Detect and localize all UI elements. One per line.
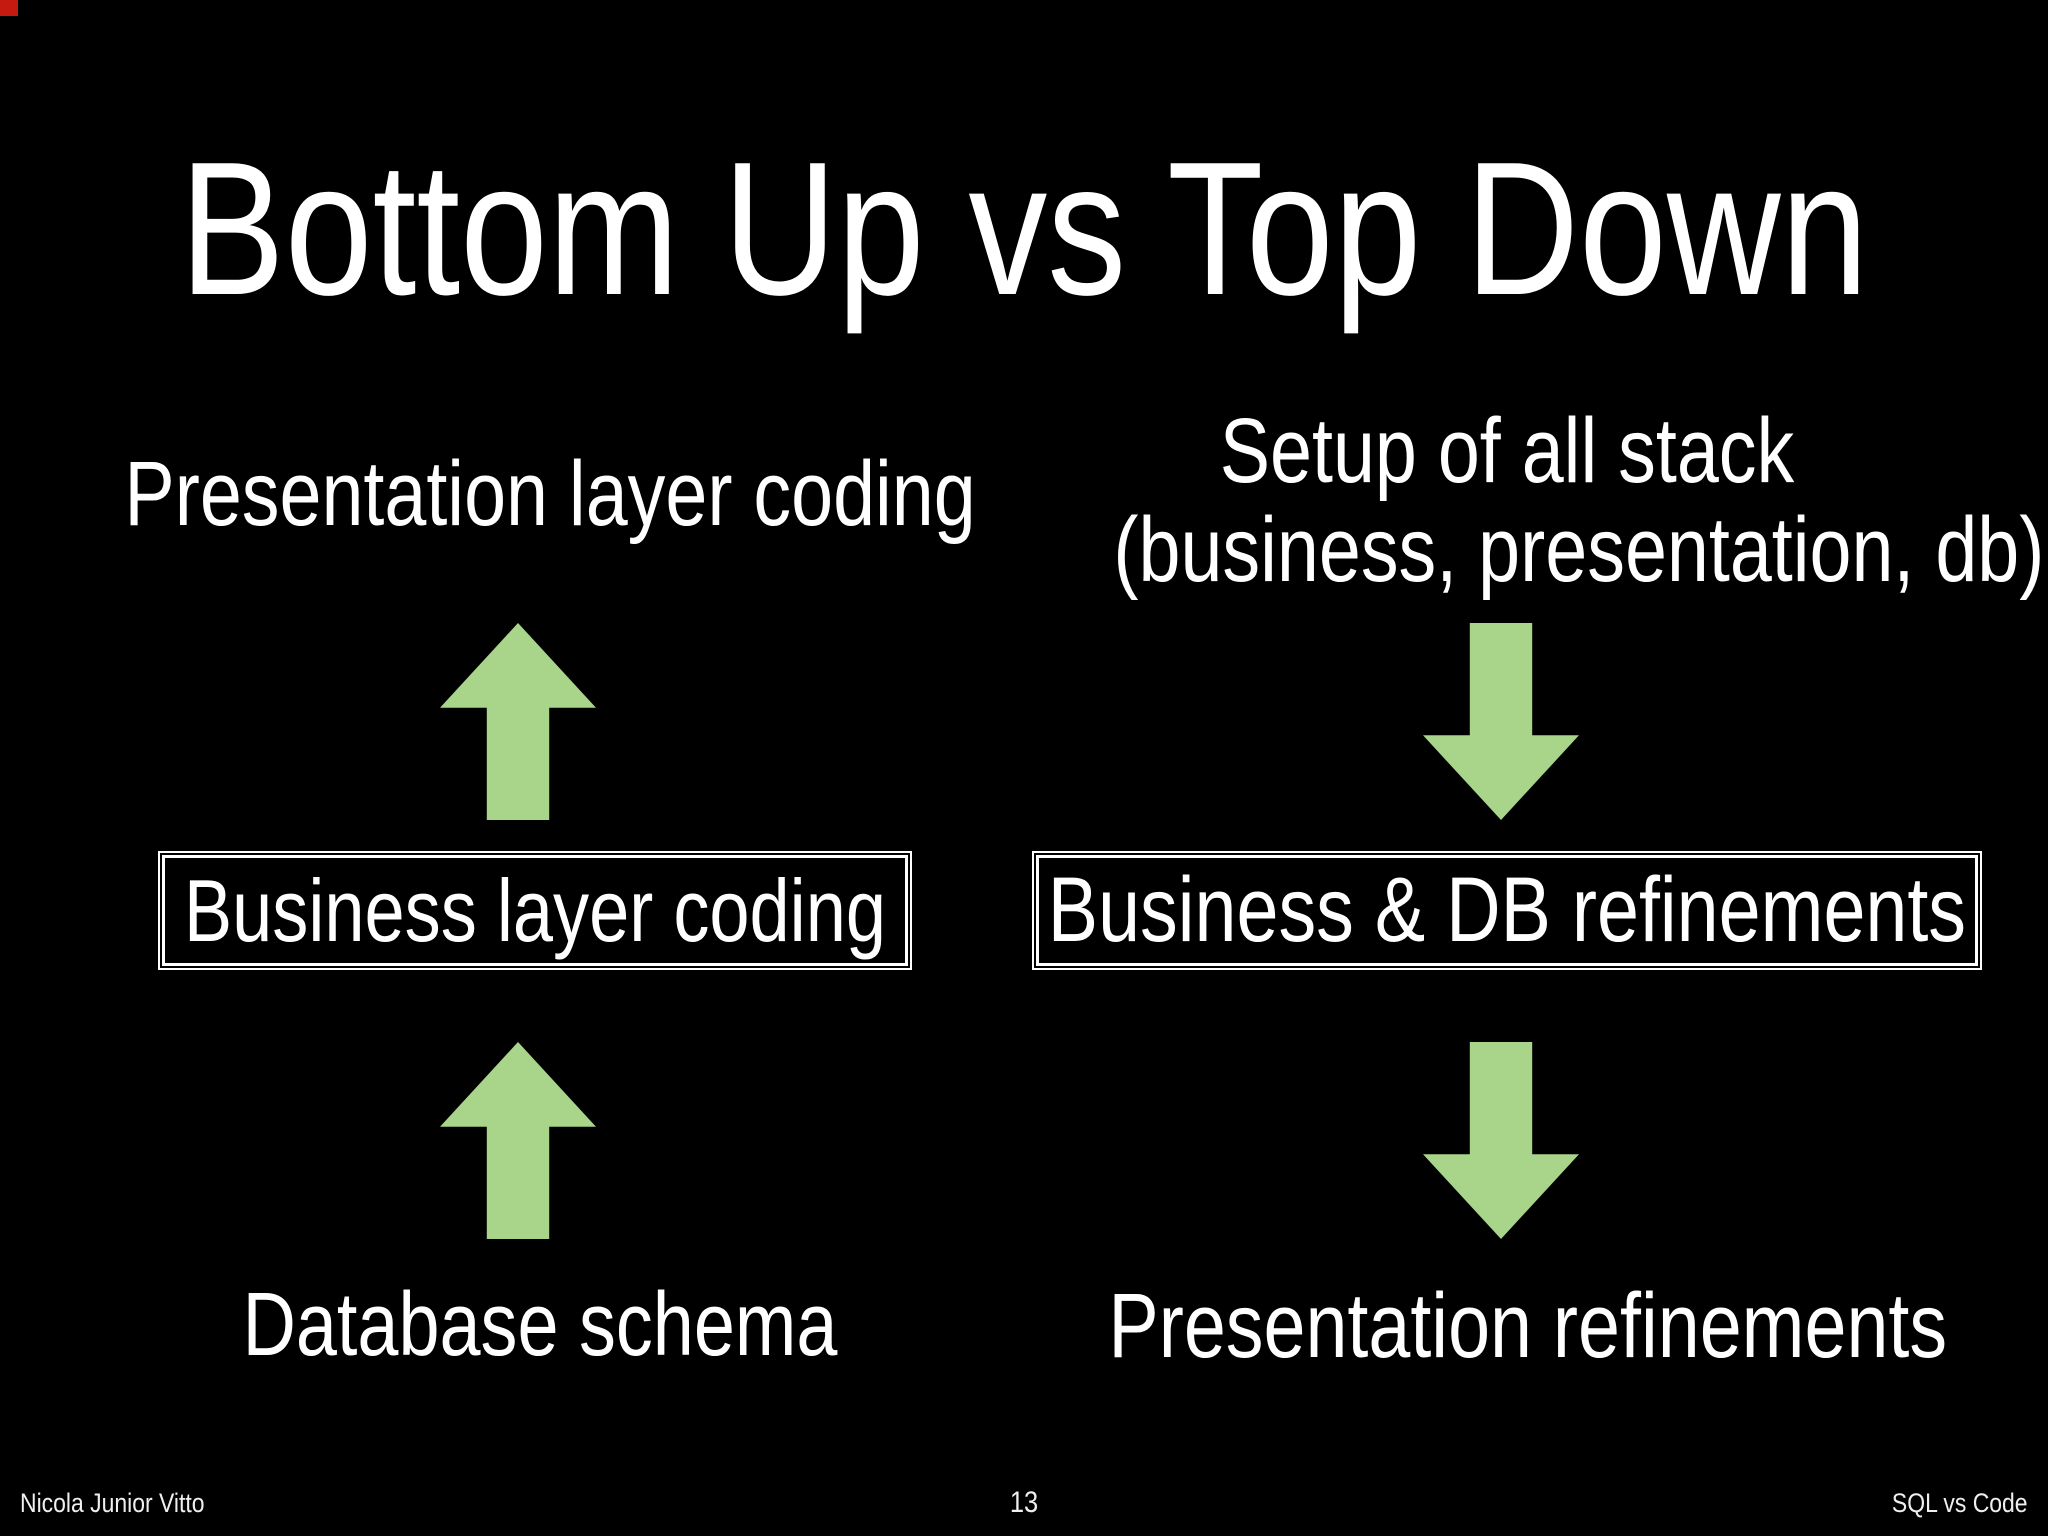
slide-title: Bottom Up vs Top Down bbox=[179, 123, 1869, 335]
bottomup-top-label: Presentation layer coding bbox=[124, 443, 976, 545]
footer-deck-title: SQL vs Code bbox=[1892, 1488, 2028, 1518]
topdown-top-label: Setup of all stack (business, presentati… bbox=[1113, 400, 2045, 602]
bottomup-box-frame: Business layer coding bbox=[162, 855, 908, 966]
down-arrow-icon bbox=[1423, 623, 1579, 820]
topdown-bottom-label: Presentation refinements bbox=[1108, 1275, 1948, 1377]
footer-page-number: 13 bbox=[1009, 1486, 1039, 1519]
topdown-box-label: Business & DB refinements bbox=[1047, 859, 1967, 961]
footer-author: Nicola Junior Vitto bbox=[20, 1488, 205, 1518]
up-arrow-icon bbox=[440, 623, 596, 820]
down-arrow-icon bbox=[1423, 1042, 1579, 1239]
topdown-top-label-line1: Setup of all stack bbox=[1219, 400, 1795, 502]
bottomup-box: Business layer coding bbox=[158, 851, 912, 970]
bottomup-box-label: Business layer coding bbox=[184, 860, 886, 960]
up-arrow-icon bbox=[440, 1042, 596, 1239]
topdown-top-label-line2: (business, presentation, db) bbox=[1113, 499, 2045, 602]
red-corner-marker bbox=[0, 0, 18, 16]
topdown-box-frame: Business & DB refinements bbox=[1036, 855, 1978, 966]
bottomup-bottom-label: Database schema bbox=[242, 1275, 838, 1375]
topdown-box: Business & DB refinements bbox=[1032, 851, 1982, 970]
